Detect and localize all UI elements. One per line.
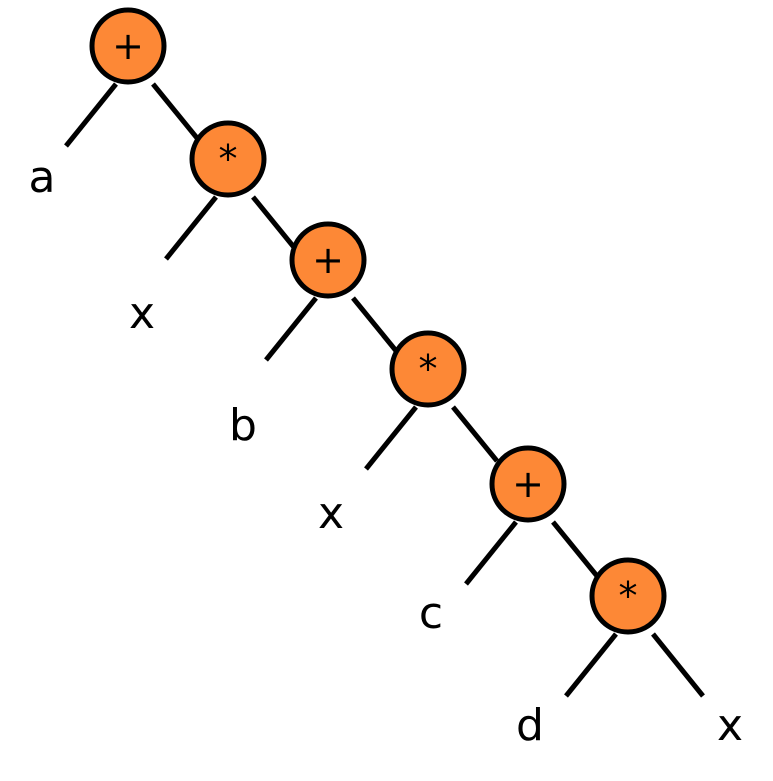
leaf-label: x: [717, 700, 743, 751]
edge-left: [164, 195, 218, 261]
operator-node: +: [289, 221, 367, 299]
operator-label: +: [512, 462, 544, 506]
leaf-label: d: [516, 700, 544, 751]
leaf-label: a: [29, 152, 56, 203]
node-circle: [489, 445, 567, 523]
edge-left: [464, 520, 518, 586]
edge-right: [451, 405, 499, 463]
edge-left: [264, 296, 318, 362]
edge-left: [64, 82, 118, 148]
node-circle: [89, 7, 167, 85]
leaf-label: x: [318, 488, 344, 539]
edge-right: [151, 82, 199, 140]
operator-node: +: [489, 445, 567, 523]
node-circle: [589, 557, 667, 635]
operator-label: +: [312, 238, 344, 282]
operator-node: *: [189, 120, 267, 198]
operator-node: *: [589, 557, 667, 635]
edge-right: [551, 520, 599, 578]
node-circle: [189, 120, 267, 198]
operator-label: +: [112, 24, 144, 68]
edge-right: [351, 296, 399, 354]
edge-right: [251, 195, 299, 253]
edge-left: [364, 405, 418, 471]
operator-node: +: [89, 7, 167, 85]
operator-label: *: [219, 137, 238, 181]
edge-right: [651, 632, 705, 698]
leaf-label: c: [419, 588, 443, 639]
leaf-label: x: [129, 288, 155, 339]
operator-node: *: [389, 330, 467, 408]
node-circle: [289, 221, 367, 299]
operator-label: *: [619, 574, 638, 618]
leaf-label: b: [229, 400, 257, 451]
node-circle: [389, 330, 467, 408]
operator-label: *: [419, 347, 438, 391]
edge-left: [564, 632, 618, 698]
